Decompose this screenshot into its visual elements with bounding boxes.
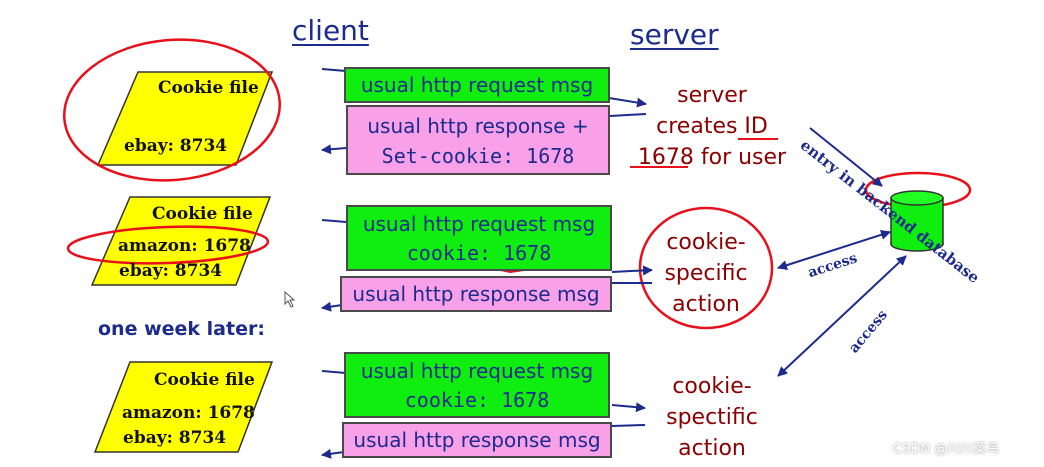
action-2-line-3: action xyxy=(678,436,746,461)
cookie-header-2: cookie: 1678 xyxy=(406,241,552,265)
http-response-msg-2: usual http response msg xyxy=(340,276,612,312)
http-response-msg-3: usual http response msg xyxy=(342,422,612,458)
cookie-file-1-title: Cookie file xyxy=(158,78,259,98)
mouse-cursor-icon xyxy=(284,290,296,308)
http-request-msg-3-label: usual http request msg xyxy=(360,359,594,383)
cookie-file-3-title: Cookie file xyxy=(154,370,255,390)
http-response-msg-3-label: usual http response msg xyxy=(353,428,601,452)
http-request-msg-3: usual http request msg cookie: 1678 xyxy=(344,352,610,418)
http-request-msg-1-label: usual http request msg xyxy=(360,73,594,97)
http-response-msg-1: usual http response + Set-cookie: 1678 xyxy=(346,105,610,175)
action-1-line-2: specific xyxy=(664,261,748,286)
watermark: CSDN @川川菜鸟 xyxy=(893,442,1000,457)
server-note-line-3: 1678 for user xyxy=(637,145,787,170)
server-note-line-1: server xyxy=(677,83,747,108)
server-header: server xyxy=(630,18,719,51)
cookie-file-2-title: Cookie file xyxy=(152,204,253,224)
red-circle-cookie-action xyxy=(638,206,774,330)
http-request-msg-2-label: usual http request msg xyxy=(362,212,596,236)
set-cookie-header: Set-cookie: 1678 xyxy=(381,144,575,168)
server-note-line-2: creates ID xyxy=(656,114,768,139)
http-request-msg-2: usual http request msg cookie: 1678 xyxy=(346,205,612,271)
action-1-line-1: cookie- xyxy=(666,230,746,255)
action-2-line-2: spectific xyxy=(666,405,758,430)
cookie-file-3-entry-amazon: amazon: 1678 xyxy=(122,403,255,423)
cookie-file-2-entry-ebay: ebay: 8734 xyxy=(119,261,223,281)
http-response-msg-1-label: usual http response + xyxy=(367,114,589,138)
cookie-specific-action-2: cookie- spectific action xyxy=(652,371,772,464)
cookie-file-shape-1 xyxy=(96,71,274,166)
server-creates-id-note: server creates ID 1678 for user xyxy=(624,80,800,173)
action-2-line-1: cookie- xyxy=(672,374,752,399)
cookie-file-3-entry-ebay: ebay: 8734 xyxy=(123,428,227,448)
cookie-header-3: cookie: 1678 xyxy=(404,388,550,412)
database-icon xyxy=(890,190,944,252)
client-header: client xyxy=(292,14,369,47)
red-circle-amazon-entry xyxy=(66,225,270,265)
http-response-msg-2-label: usual http response msg xyxy=(352,282,600,306)
cookie-specific-action-1: cookie- specific action xyxy=(650,227,762,320)
http-request-msg-1: usual http request msg xyxy=(344,67,610,103)
red-circle-cookie-file-1 xyxy=(62,38,282,182)
cookie-file-1-entry: ebay: 8734 xyxy=(124,136,228,156)
action-1-line-3: action xyxy=(672,292,740,317)
cookie-file-2-entry-amazon: amazon: 1678 xyxy=(118,236,251,256)
one-week-later-label: one week later: xyxy=(98,318,265,340)
cookie-file-shape-3 xyxy=(93,361,274,453)
